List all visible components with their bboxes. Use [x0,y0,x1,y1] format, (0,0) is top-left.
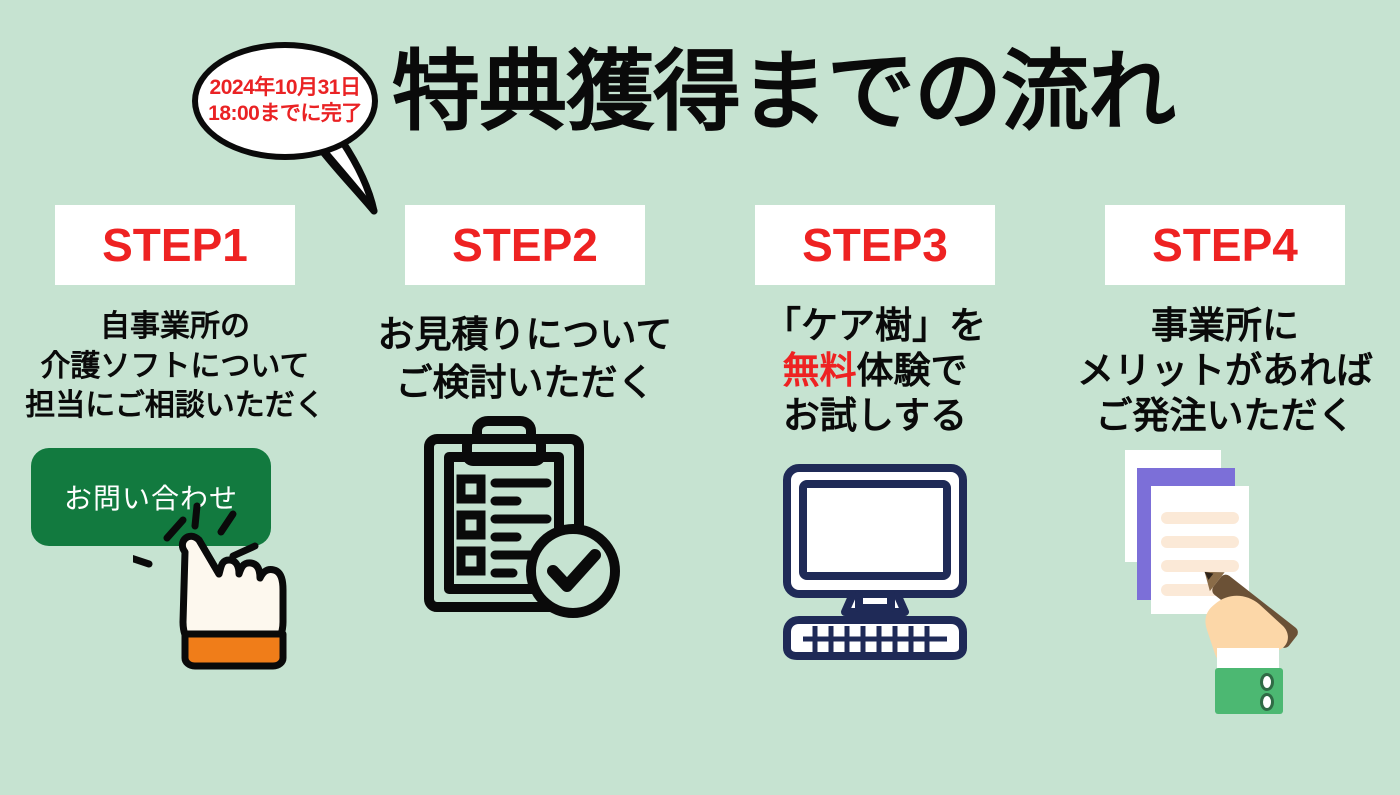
step-3-line-3: お試しする [782,395,968,437]
step-badge-4: STEP4 [1105,205,1345,285]
contact-button[interactable]: お問い合わせ [31,447,271,546]
step-1-line-2: 介護ソフトについて [40,349,310,383]
step-description-2: お見積りについて ご検討いただく [378,311,673,407]
step-column-3: STEP3 「ケア樹」を 無料体験で お試しする [700,205,1050,795]
click-hand-cursor-icon [133,502,287,670]
free-trial-highlight: 無料 [782,350,857,392]
desktop-computer-icon [783,464,967,661]
step-badge-3: STEP3 [755,205,995,285]
step-2-artwork [415,413,635,623]
step-3-line-2-rest: 体験で [856,350,968,392]
step-1-line-3: 担当にご相談いただく [25,389,325,423]
step-4-artwork [1115,444,1335,715]
documents-signing-icon [1125,450,1298,715]
step-4-line-1: 事業所に [1151,305,1299,346]
step-column-4: STEP4 事業所に メリットがあれば ご発注いただく [1050,205,1400,795]
step-badge-1: STEP1 [55,205,295,285]
step-4-line-3: ご発注いただく [1095,395,1355,437]
step-description-1: 自事業所の 介護ソフトについて 担当にご相談いただく [25,307,324,426]
deadline-time: 18:00までに完了 [208,102,362,125]
contact-button-label: お問い合わせ [63,482,238,514]
step-3-line-1: 「ケア樹」を [764,305,986,346]
deadline-bubble: 2024年10月31日 18:00までに完了 [192,42,378,160]
page-title: 特典獲得までの流れ [392,42,1176,141]
deadline-callout: 2024年10月31日 18:00までに完了 [192,42,392,215]
step-3-artwork [765,460,985,661]
steps-row: STEP1 自事業所の 介護ソフトについて 担当にご相談いただく お問い合わせ [0,205,1400,795]
step-description-3: 「ケア樹」を 無料体験で お試しする [764,303,986,438]
step-1-artwork: お問い合わせ [25,440,325,670]
step-badge-2: STEP2 [405,205,645,285]
step-2-line-1: お見積りについて [377,314,673,355]
deadline-date: 2024年10月31日 [209,75,361,99]
step-4-line-2: メリットがあれば [1077,350,1373,392]
step-description-4: 事業所に メリットがあれば ご発注いただく [1077,303,1373,438]
step-column-1: STEP1 自事業所の 介護ソフトについて 担当にご相談いただく お問い合わせ [0,205,350,795]
step-3-line-2: 無料体験で [764,348,986,393]
step-1-line-1: 自事業所の [100,310,250,343]
step-2-line-2: ご検討いただく [395,362,655,404]
step-column-2: STEP2 お見積りについて ご検討いただく [350,205,700,795]
clipboard-checklist-icon [424,416,620,619]
